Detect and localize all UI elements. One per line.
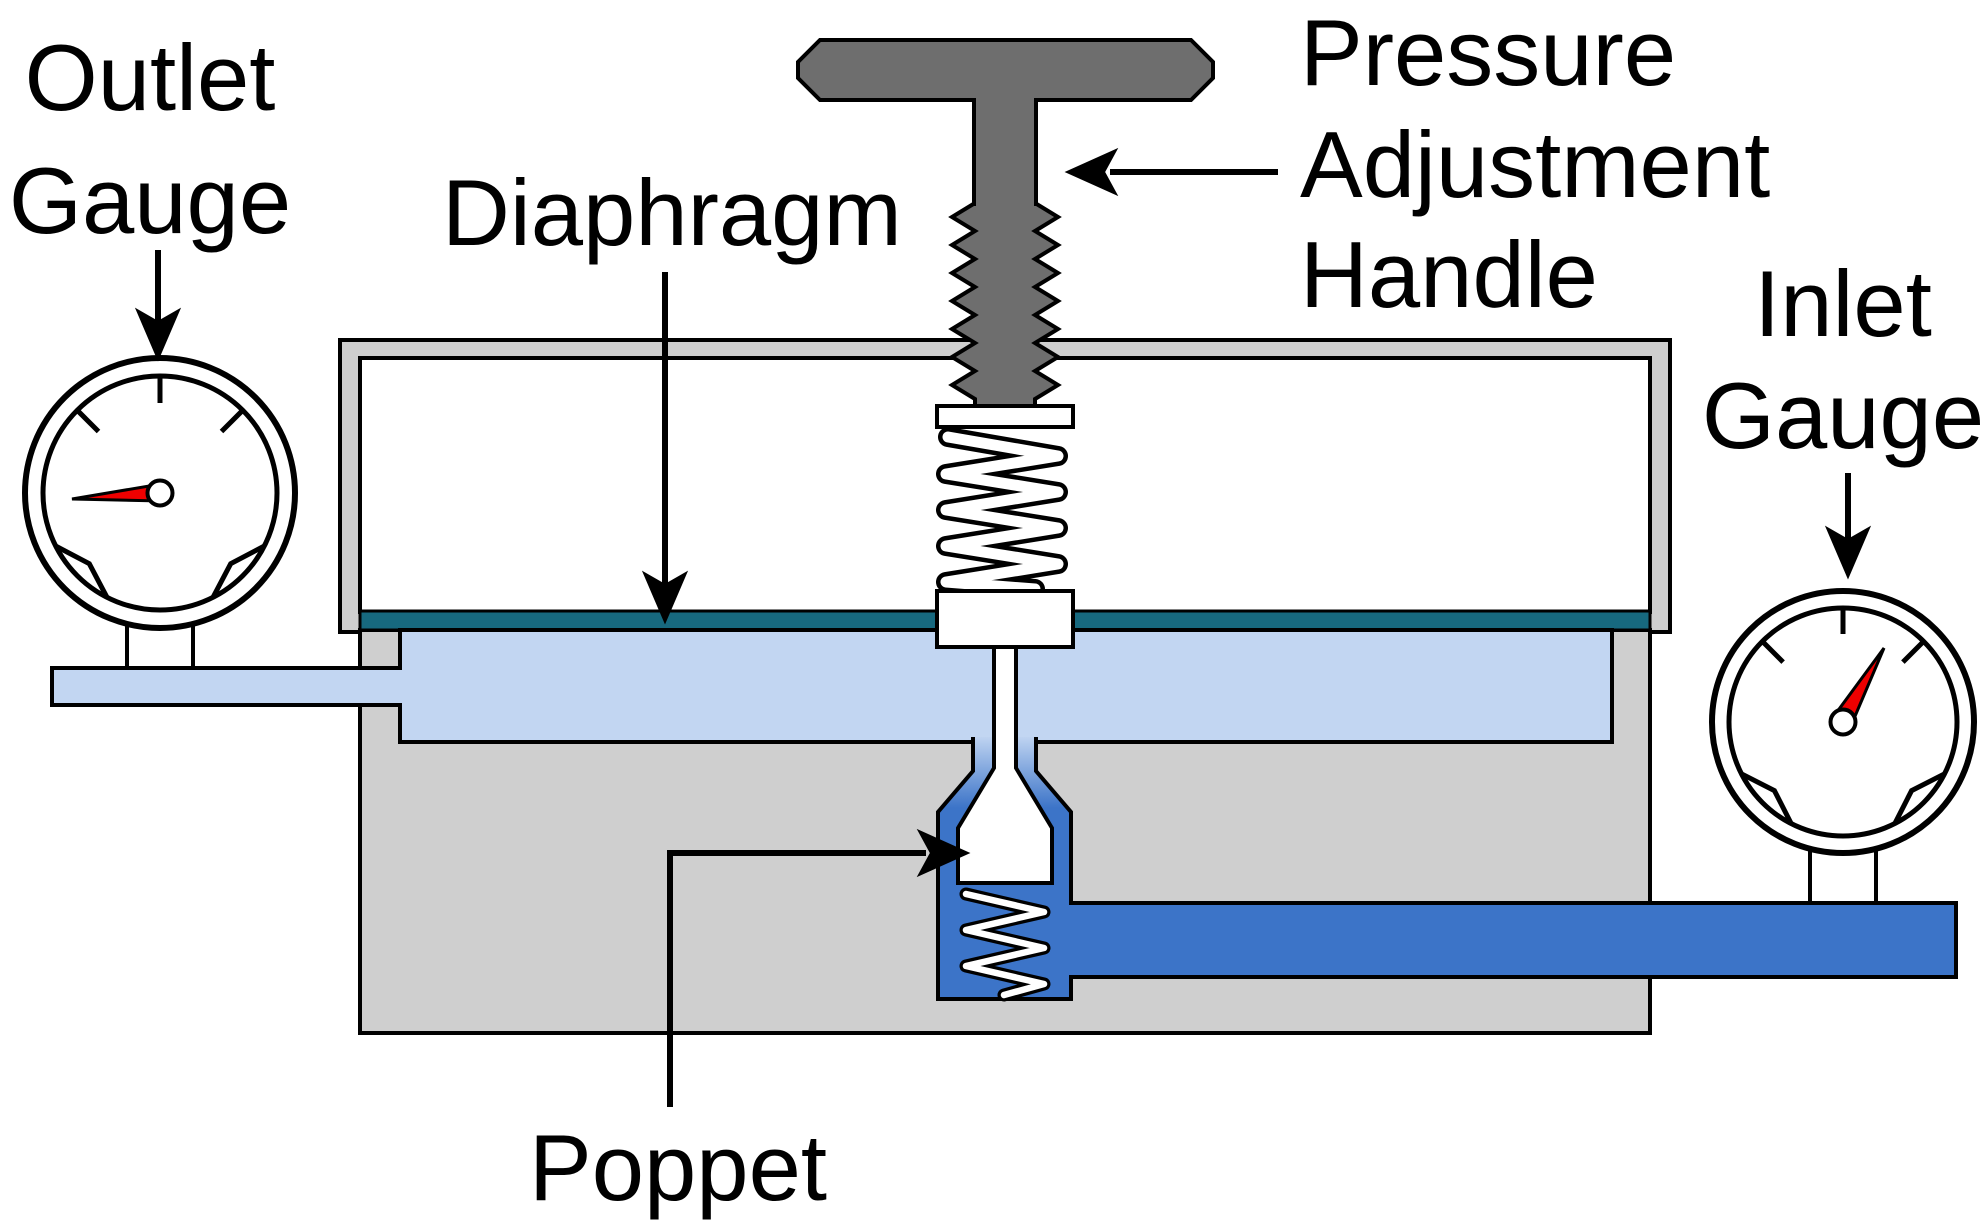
adjustment-screw-threads (948, 201, 1062, 414)
poppet-label: Poppet (529, 1115, 827, 1220)
outlet-gauge-arrow (134, 250, 182, 362)
outlet-pipe (50, 666, 402, 707)
outlet-gauge (22, 355, 298, 631)
outlet-gauge-label-line1: Outlet (25, 25, 276, 130)
pressure-adjustment-handle-label-line3: Handle (1300, 222, 1598, 327)
pressure-adjustment-handle-arrow (1064, 147, 1278, 197)
inlet-gauge (1709, 588, 1977, 856)
spring-seat-plate (935, 404, 1075, 429)
inlet-gauge-hub (1828, 707, 1858, 737)
diaphragm-plate (935, 589, 1075, 649)
outlet-gauge-hub (145, 478, 175, 508)
main-spring (936, 427, 1068, 599)
outlet-gauge-dial-ring (40, 373, 280, 613)
poppet-spring (959, 887, 1051, 1002)
pressure-adjustment-handle-label-line2: Adjustment (1300, 112, 1770, 217)
inlet-gauge-label-line1: Inlet (1754, 251, 1932, 356)
inlet-gauge-label-line2: Gauge (1702, 363, 1984, 468)
inlet-gauge-arrow (1824, 473, 1872, 580)
inlet-gauge-ticks (1740, 610, 1946, 825)
inlet-passage (936, 737, 1958, 1001)
poppet-valve (956, 643, 1054, 885)
pressure-adjustment-handle-label-line1: Pressure (1300, 0, 1676, 105)
outlet-gauge-label-line2: Gauge (9, 148, 291, 253)
inlet-gauge-dial-ring (1726, 605, 1960, 839)
diaphragm-label: Diaphragm (442, 160, 902, 265)
outlet-gauge-ticks (54, 378, 266, 599)
pressure-adjustment-handle (796, 38, 1215, 206)
diaphragm-arrow (641, 272, 689, 625)
callout-arrows (134, 147, 1872, 1107)
poppet-arrow (667, 828, 971, 1107)
